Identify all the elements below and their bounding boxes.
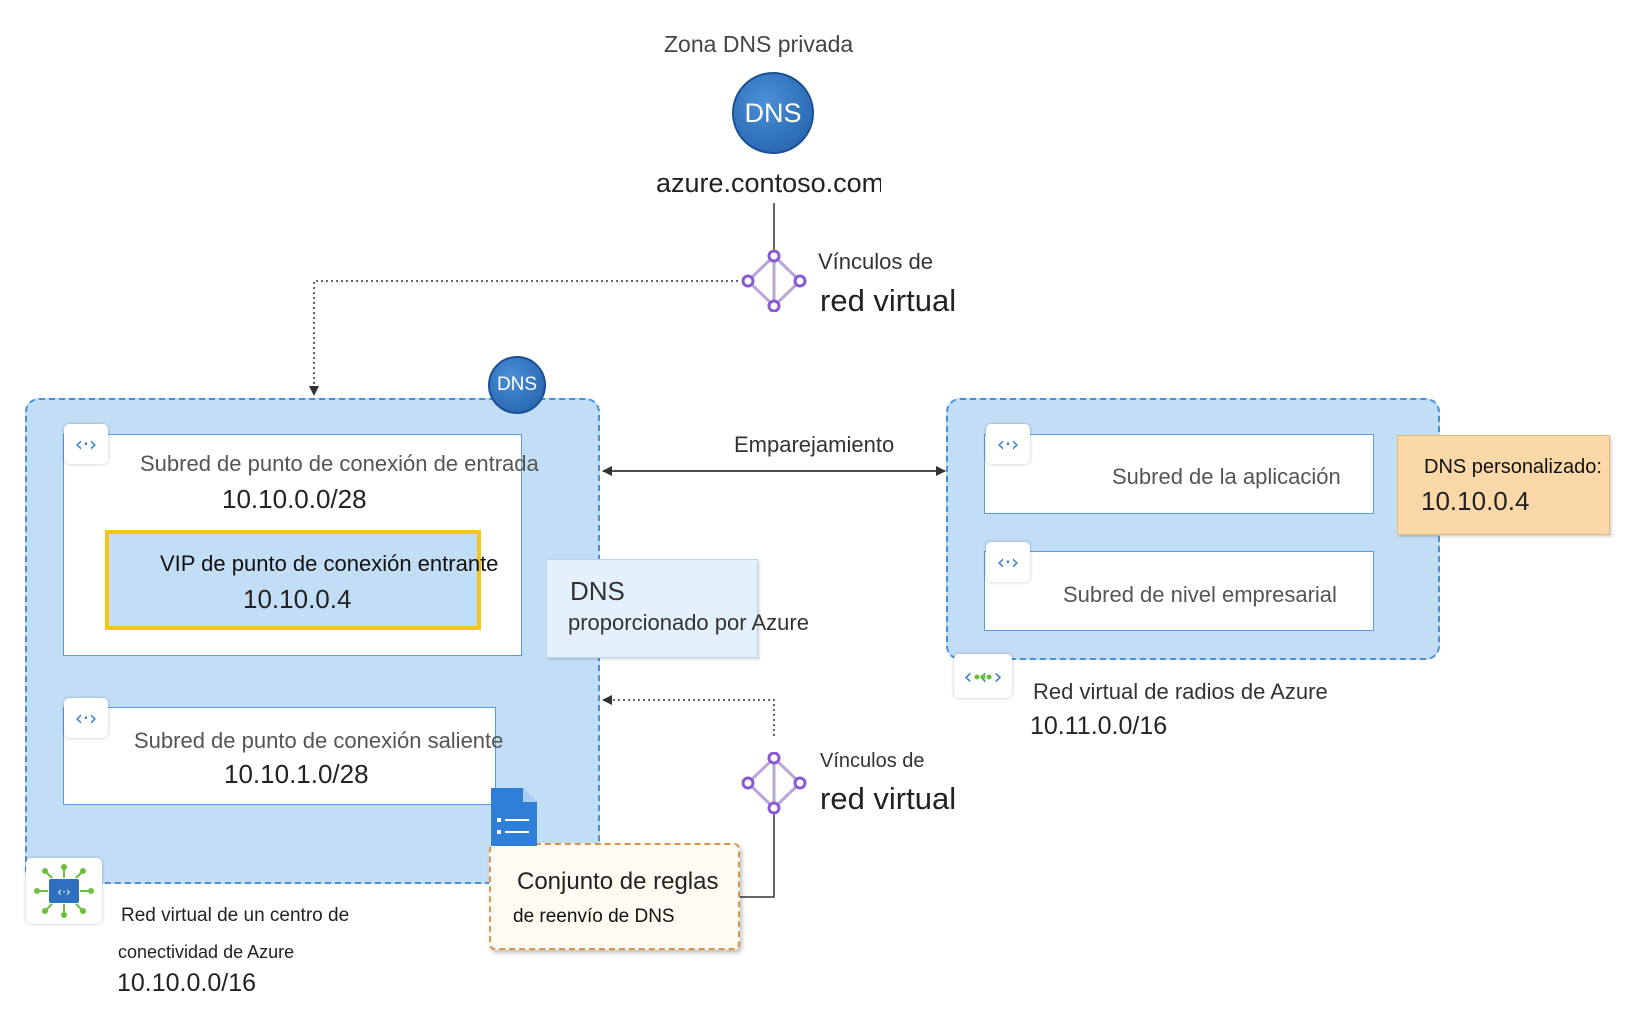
top-link-dotted-arrow [309, 280, 738, 396]
spoke-vnet-icon: ‹ ‹ › [954, 654, 1012, 698]
ruleset-link-line [740, 814, 775, 898]
vnet-links-top-line1: Vínculos de [818, 249, 933, 274]
peering-label: Emparejamiento [734, 432, 895, 457]
inbound-vip-box[interactable] [105, 530, 481, 630]
hub-dns-badge-icon: DNS [488, 356, 546, 414]
subnet-icon: ‹·› [986, 424, 1030, 464]
hub-vnet-icon: ‹·› [26, 858, 102, 924]
ruleset-document-icon [491, 788, 537, 846]
svg-text:‹·›: ‹·› [57, 885, 70, 899]
subnet-icon: ‹·› [64, 424, 108, 464]
spoke-vnet-name: Red virtual de radios de Azure [1033, 679, 1328, 704]
subnet-icon: ‹·› [64, 698, 108, 738]
outbound-subnet[interactable] [63, 707, 496, 805]
svg-text:›: › [994, 665, 1003, 690]
ruleset-line1: Conjunto de reglas [517, 868, 719, 895]
svg-text:‹·›: ‹·› [997, 432, 1019, 456]
vnet-links-top-line2: red virtual [820, 283, 957, 318]
outbound-subnet-cidr: 10.10.1.0/28 [224, 759, 369, 789]
hub-vnet-name-line2: conectividad de Azure [118, 942, 295, 962]
vnet-links-bottom-line2: red virtual [820, 781, 957, 816]
vnet-links-icon-top[interactable] [740, 250, 808, 312]
private-zone-domain: azure.contoso.com [656, 168, 881, 198]
private-zone-title: Zona DNS privada [664, 31, 854, 57]
inbound-vip-label: VIP de punto de conexión entrante [160, 551, 499, 576]
business-subnet[interactable] [984, 551, 1374, 631]
inbound-subnet-label: Subred de punto de conexión de entrada [140, 451, 539, 476]
custom-dns-box[interactable] [1397, 435, 1610, 535]
svg-text:‹·›: ‹·› [997, 550, 1019, 574]
inbound-subnet-cidr: 10.10.0.0/28 [222, 484, 367, 514]
custom-dns-label: DNS personalizado: [1424, 456, 1602, 478]
custom-dns-ip: 10.10.0.4 [1421, 486, 1530, 516]
outbound-subnet-label: Subred de punto de conexión saliente [134, 728, 504, 753]
business-subnet-label: Subred de nivel empresarial [1063, 582, 1337, 607]
app-subnet[interactable] [984, 434, 1374, 514]
vnet-links-bottom-line1: Vínculos de [820, 750, 925, 772]
spoke-vnet-cidr: 10.11.0.0/16 [1030, 712, 1168, 740]
azure-dns-line1: DNS [570, 576, 625, 606]
svg-text:‹·›: ‹·› [75, 432, 97, 456]
svg-text:‹: ‹ [964, 665, 973, 690]
forwarding-ruleset-box[interactable] [489, 843, 740, 950]
svg-text:‹·›: ‹·› [75, 706, 97, 730]
private-dns-zone-icon[interactable]: DNS [732, 72, 814, 154]
inbound-vip-ip: 10.10.0.4 [243, 584, 352, 614]
app-subnet-label: Subred de la aplicación [1112, 464, 1341, 489]
azure-provided-dns-box[interactable] [546, 559, 758, 658]
vnet-links-icon-bottom[interactable] [740, 752, 808, 814]
hub-vnet-cidr: 10.10.0.0/16 [117, 969, 257, 997]
azure-dns-line2: proporcionado por Azure [568, 610, 809, 635]
subnet-icon: ‹·› [986, 542, 1030, 582]
bottom-link-dotted-arrow [602, 695, 775, 736]
hub-vnet-name-line1: Red virtual de un centro de [121, 905, 350, 926]
ruleset-line2: de reenvío de DNS [513, 906, 675, 927]
